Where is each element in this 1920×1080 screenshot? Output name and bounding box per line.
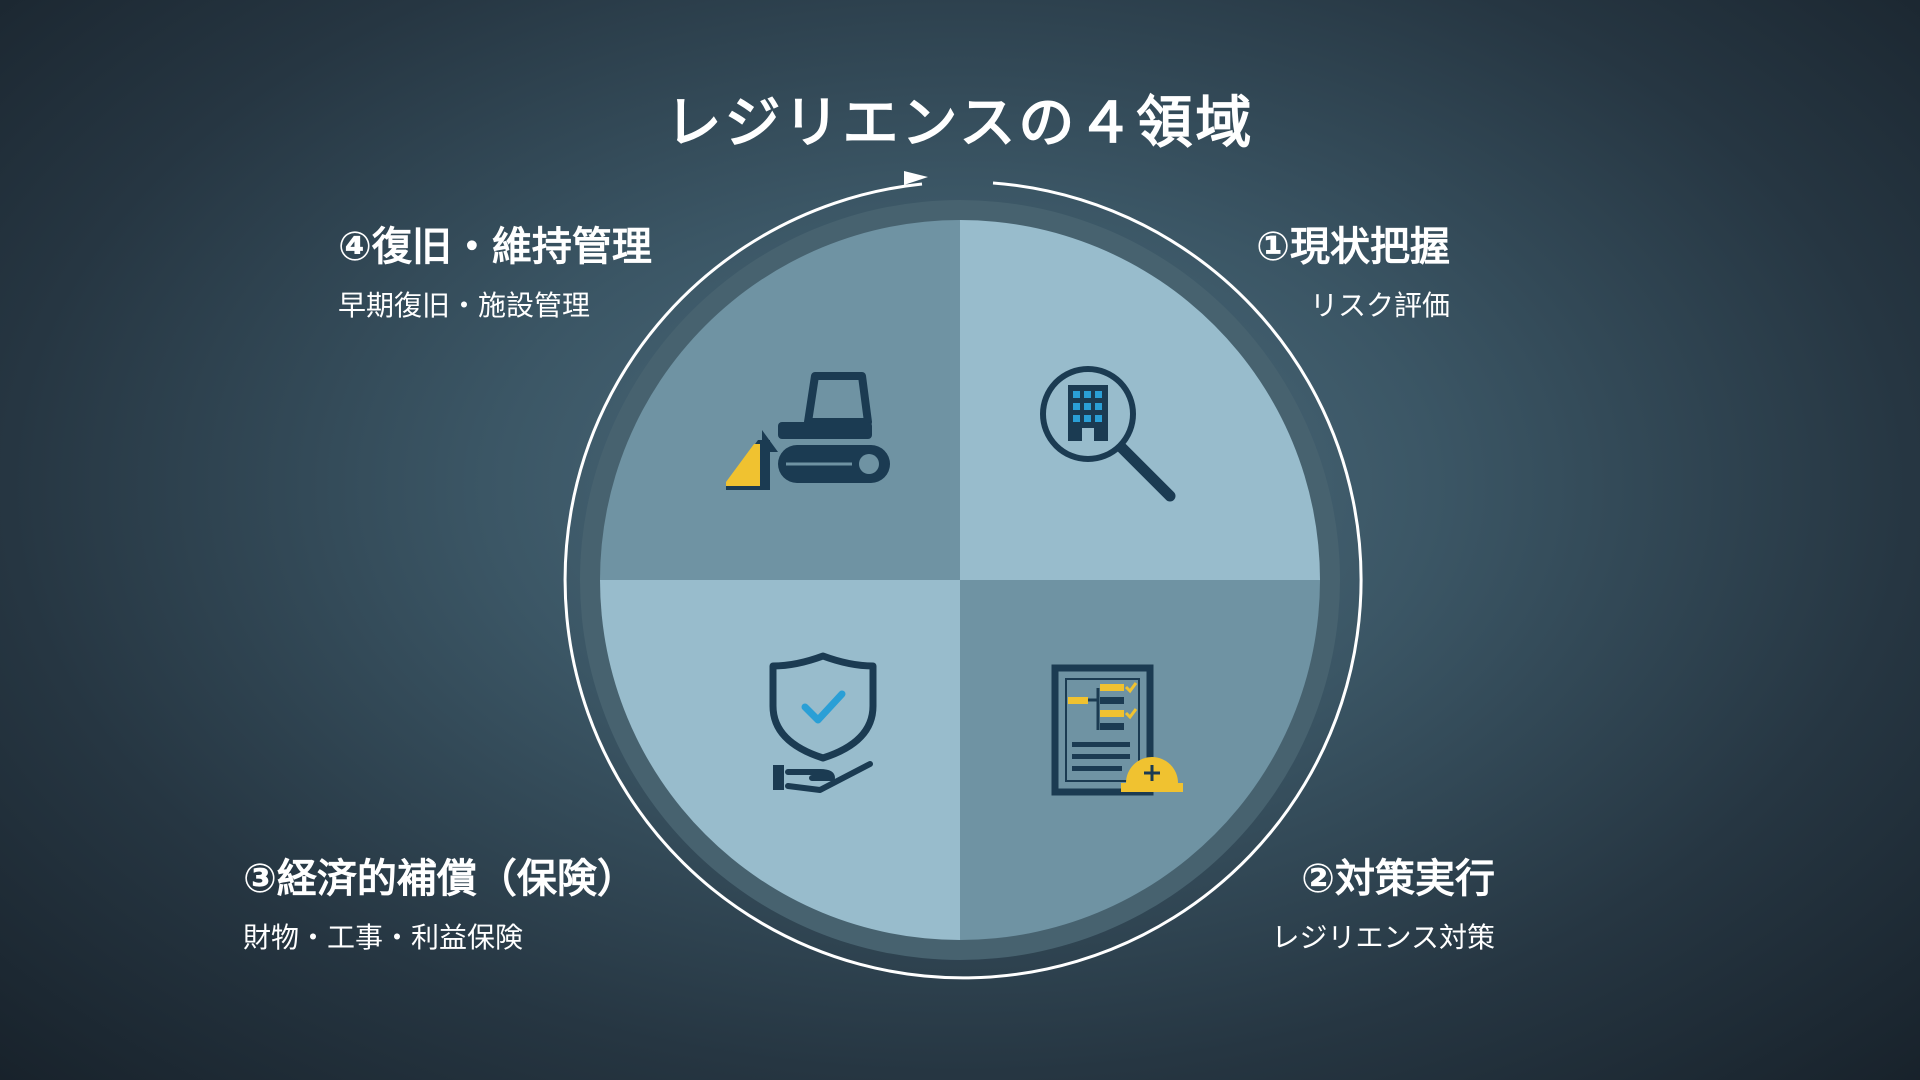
checklist-hardhat-icon bbox=[1051, 664, 1183, 796]
quadrant-1-subtitle: リスク評価 bbox=[1309, 289, 1450, 322]
quadrant-2-heading: ②対策実行 bbox=[1301, 856, 1495, 902]
quadrant-4-heading: ④復旧・維持管理 bbox=[338, 224, 652, 270]
quadrant-3-subtitle: 財物・工事・利益保険 bbox=[243, 921, 524, 954]
quadrant-4 bbox=[600, 220, 960, 580]
quadrant-2-subtitle: レジリエンス対策 bbox=[1271, 921, 1495, 954]
cycle-arrowhead bbox=[904, 171, 928, 185]
quadrant-3 bbox=[600, 580, 960, 940]
quadrant-2-label: ②対策実行 レジリエンス対策 bbox=[1272, 846, 1495, 956]
quadrant-3-heading: ③経済的補償（保険） bbox=[243, 856, 637, 902]
quadrant-1-label: ①現状把握 リスク評価 bbox=[1256, 214, 1450, 324]
building-search-icon bbox=[1040, 366, 1176, 502]
quadrant-1 bbox=[960, 220, 1320, 580]
quadrant-1-heading: ①現状把握 bbox=[1256, 224, 1450, 270]
quadrant-3-label: ③経済的補償（保険） 財物・工事・利益保険 bbox=[243, 846, 637, 956]
cycle-arc bbox=[563, 181, 1363, 980]
page-title: レジリエンスの４領域 bbox=[665, 91, 1255, 156]
bulldozer-icon bbox=[726, 372, 890, 490]
quadrant-4-subtitle: 早期復旧・施設管理 bbox=[338, 289, 591, 322]
shield-hand-icon bbox=[769, 652, 877, 793]
quadrant-4-label: ④復旧・維持管理 早期復旧・施設管理 bbox=[338, 214, 652, 324]
